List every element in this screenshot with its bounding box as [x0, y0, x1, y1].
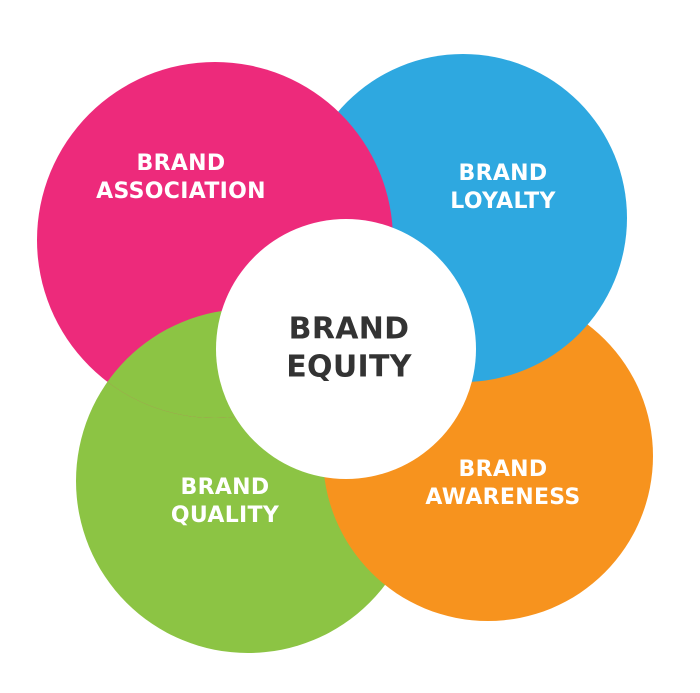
label-brand-quality-line1: BRAND	[180, 474, 270, 500]
label-brand-awareness-line1: BRAND	[458, 456, 548, 482]
label-brand-loyalty-line2: LOYALTY	[450, 189, 556, 214]
circle-brand-equity	[216, 219, 476, 479]
label-brand-quality: BRAND QUALITY	[171, 474, 279, 530]
label-brand-equity: BRAND EQUITY	[286, 311, 412, 386]
label-brand-association-line2: ASSOCIATION	[96, 179, 266, 204]
label-brand-association: BRAND ASSOCIATION	[96, 150, 266, 206]
label-brand-awareness: BRAND AWARENESS	[425, 456, 580, 512]
label-brand-equity-line1: BRAND	[288, 311, 410, 347]
label-brand-equity-line2: EQUITY	[286, 349, 412, 384]
label-brand-loyalty: BRAND LOYALTY	[450, 160, 555, 216]
label-brand-association-line1: BRAND	[136, 150, 226, 176]
label-brand-awareness-line2: AWARENESS	[425, 485, 581, 510]
label-brand-quality-line2: QUALITY	[170, 503, 280, 528]
label-brand-loyalty-line1: BRAND	[458, 160, 548, 186]
